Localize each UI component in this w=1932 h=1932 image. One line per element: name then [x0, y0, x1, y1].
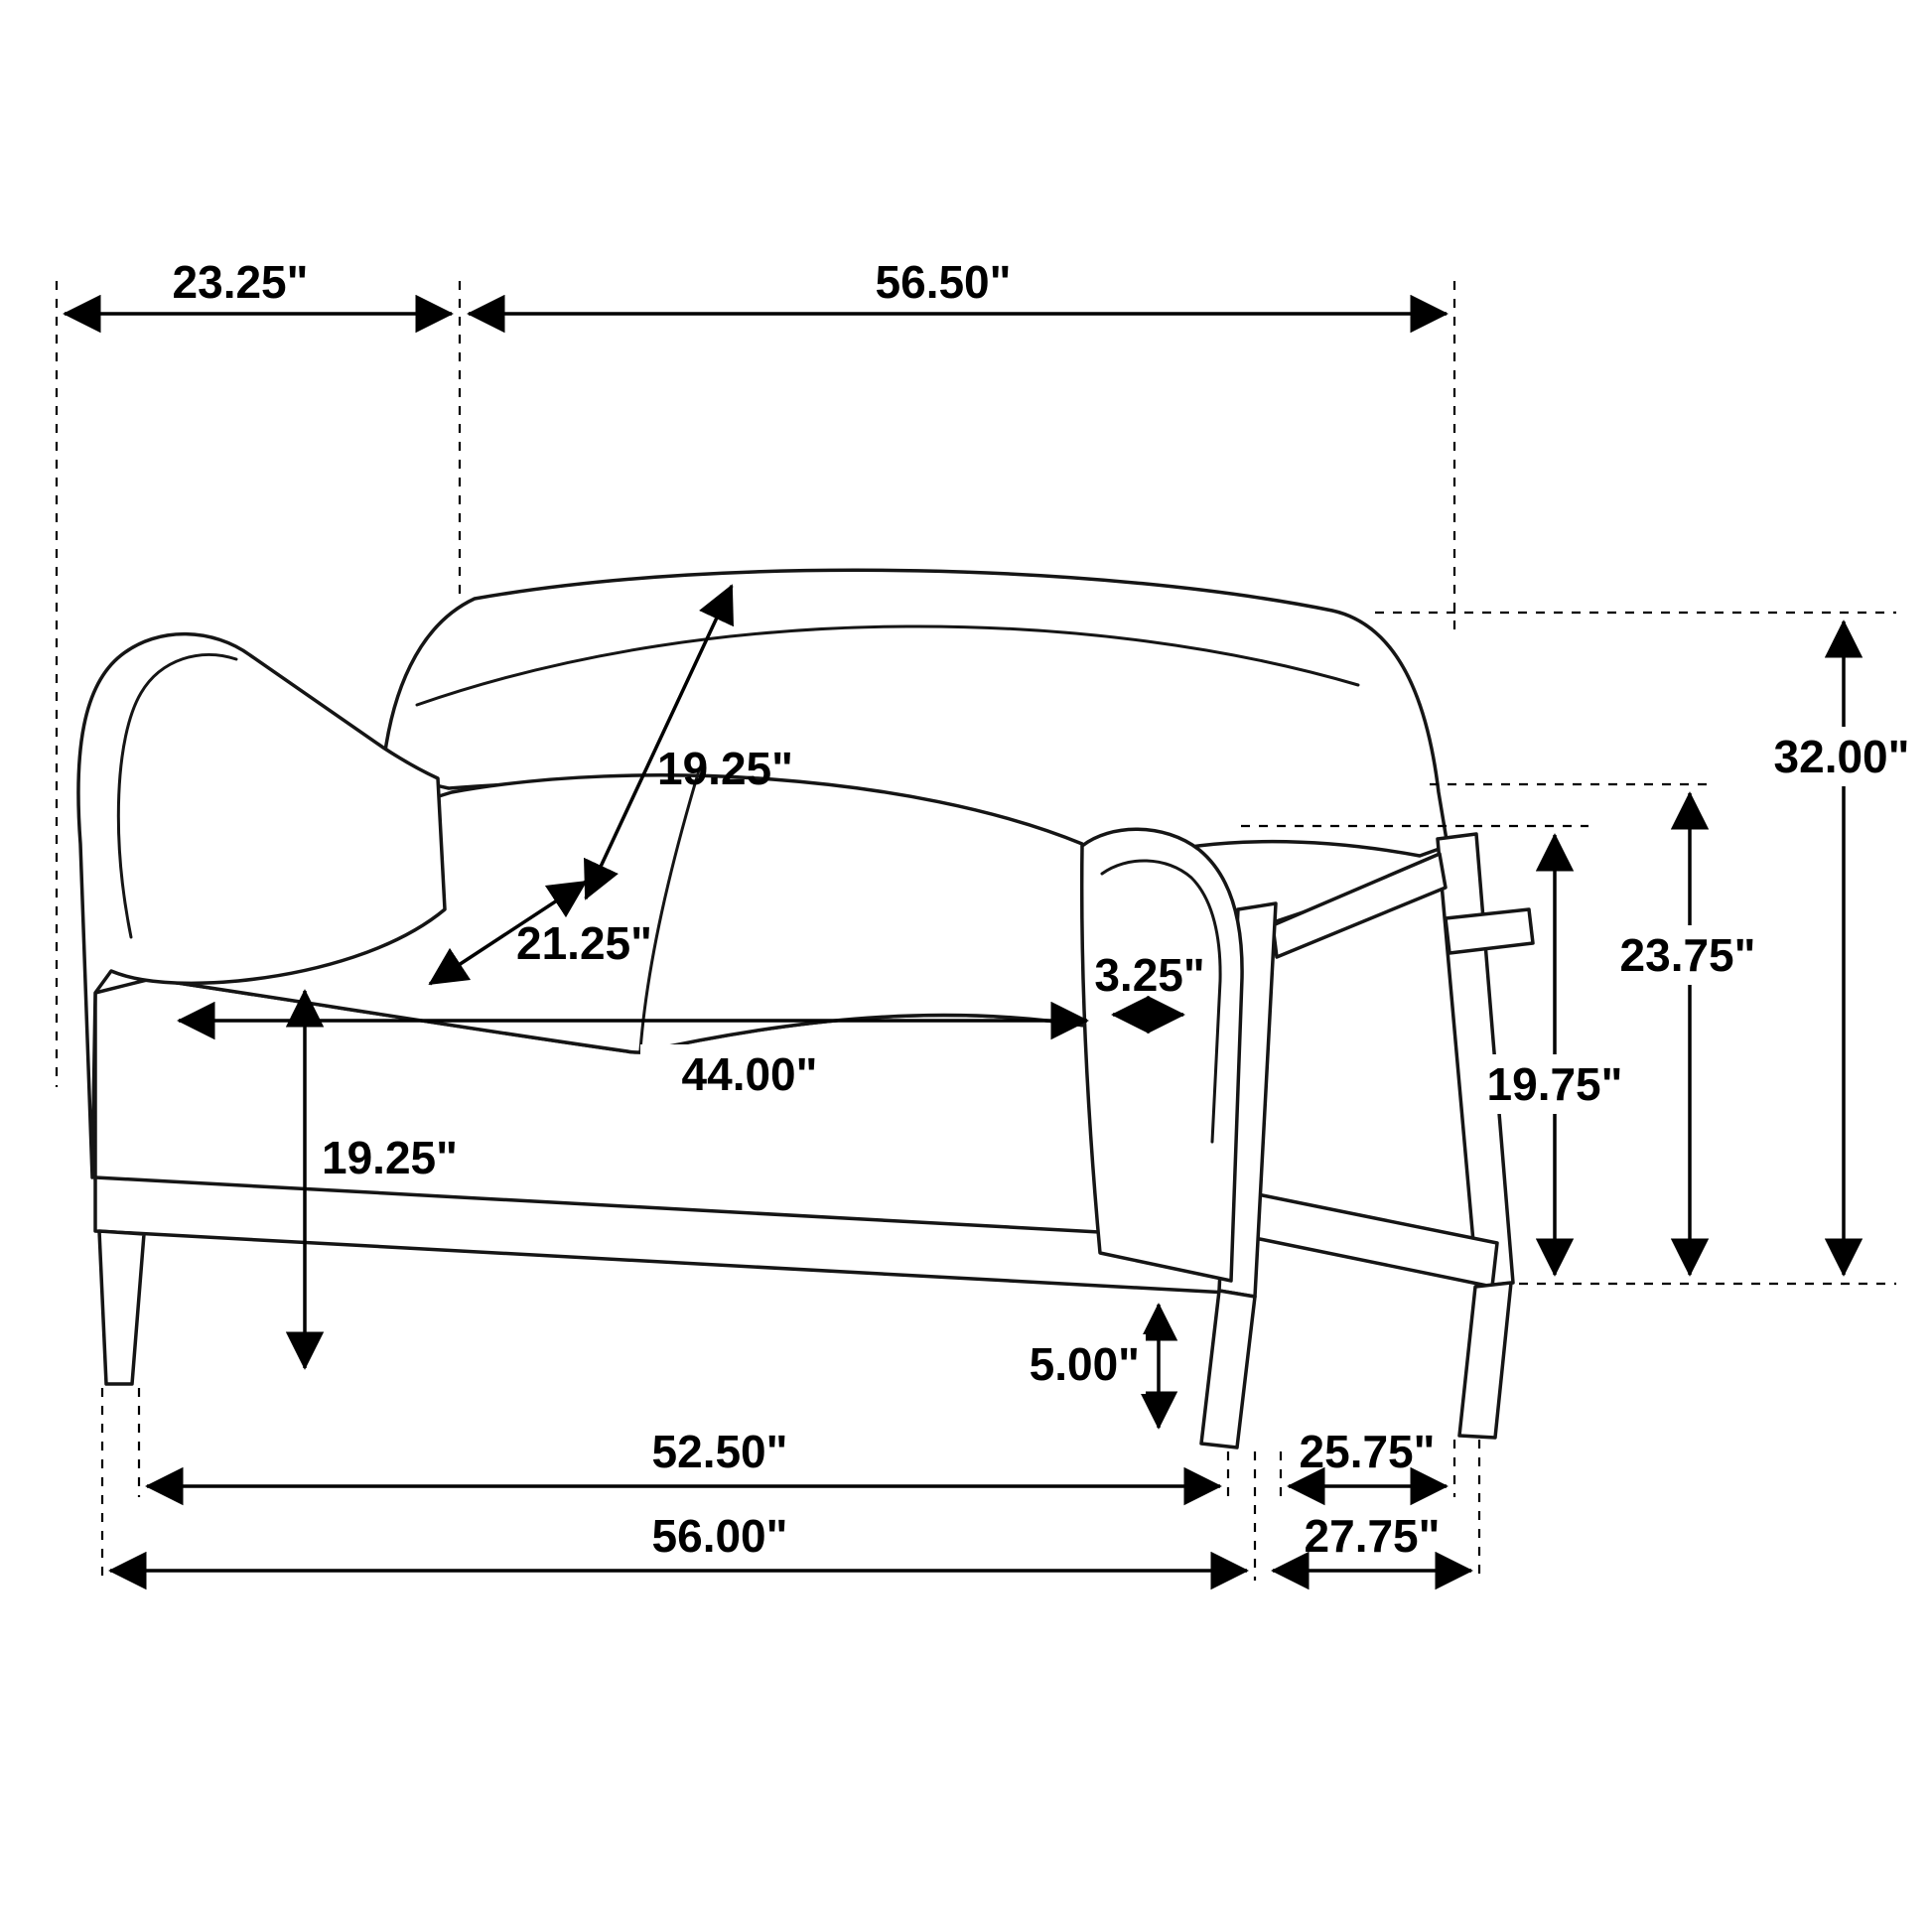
dim-label-seat-height: 19.25"	[322, 1132, 458, 1183]
dim-label-arm-front-width: 23.25"	[173, 256, 309, 308]
dim-label-leg-span-width: 52.50"	[652, 1426, 788, 1477]
sofa-rear-bracket	[1444, 907, 1535, 955]
dim-label-back-width: 56.50"	[876, 256, 1012, 308]
dimension-lines	[63, 294, 1863, 1590]
dim-label-overall-depth: 27.75"	[1305, 1510, 1441, 1562]
label-mask-overall-height	[1755, 727, 1932, 786]
label-mask-rail-height	[1468, 1054, 1645, 1114]
label-mask-arm-height	[1601, 925, 1778, 985]
sofa-front-left-leg	[97, 1229, 146, 1386]
label-mask-leg-height	[1007, 1334, 1146, 1394]
dim-label-leg-span-depth: 25.75"	[1300, 1426, 1436, 1477]
label-mask-seat-width	[640, 1044, 859, 1102]
sofa-rear-right-leg	[1457, 1281, 1513, 1440]
label-mask-seat-height	[312, 1128, 473, 1187]
sofa-left-arm-contour	[116, 652, 238, 939]
dim-label-back-height: 19.25"	[657, 743, 793, 794]
dim-label-seat-width: 44.00"	[682, 1048, 818, 1100]
sofa-front-right-leg	[1199, 1289, 1257, 1449]
sofa-frame-top-rail	[1271, 852, 1448, 959]
sofa-right-arm-contour	[1100, 859, 1222, 1144]
dim-label-rail-height: 19.75"	[1487, 1058, 1623, 1110]
dim-label-overall-width: 56.00"	[652, 1510, 788, 1562]
dim-label-overall-height: 32.00"	[1774, 731, 1910, 782]
dim-label-arm-thickness: 3.25"	[1094, 949, 1204, 1001]
dim-label-arm-height: 23.75"	[1620, 929, 1756, 981]
dim-line-back-height	[584, 584, 734, 900]
sofa-right-arm	[1079, 827, 1244, 1283]
dim-line-seat-depth	[428, 880, 588, 986]
extension-lines	[55, 281, 1896, 1581]
sofa-back-inner-contour	[415, 624, 1360, 707]
dimension-labels: 23.25" 56.50" 19.25" 21.25" 3.25" 44.00"…	[173, 256, 1932, 1562]
sofa-drawing	[76, 568, 1535, 1449]
dim-label-seat-depth: 21.25"	[516, 917, 652, 969]
sofa-left-arm	[76, 631, 447, 1179]
dim-label-leg-height: 5.00"	[1030, 1338, 1140, 1390]
